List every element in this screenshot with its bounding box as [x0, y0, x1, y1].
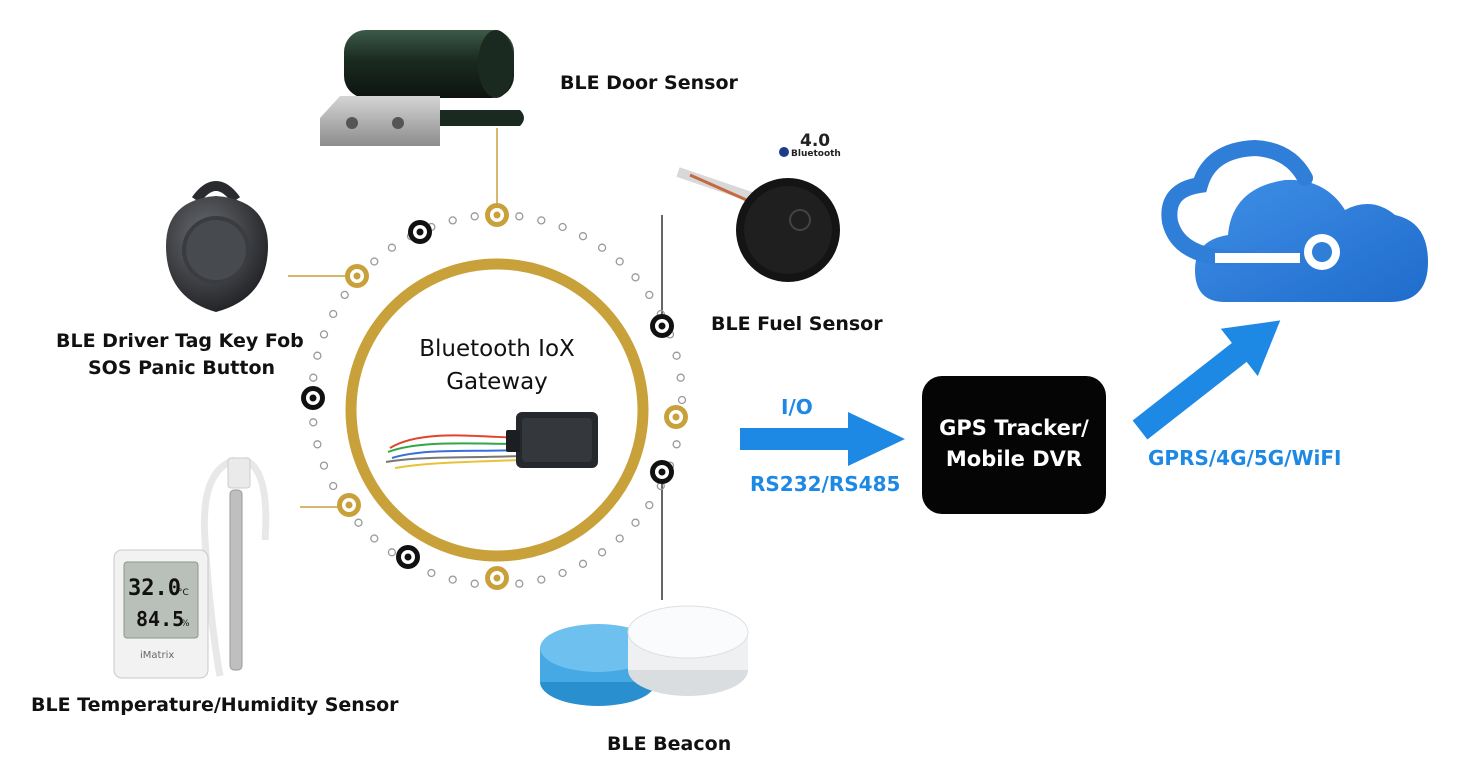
gateway-ring [345, 258, 649, 562]
temp-sensor-label: BLE Temperature/Humidity Sensor [31, 694, 399, 716]
ring-dot [387, 548, 397, 557]
ring-dot [427, 568, 436, 578]
ring-dot [470, 212, 479, 221]
bluetooth-badge: 4.0 Bluetooth [779, 131, 841, 159]
ring-dot [672, 440, 681, 449]
io-arrow [740, 412, 905, 466]
gps-tracker-box [922, 376, 1106, 514]
ring-dot [329, 309, 338, 319]
ring-dot [370, 257, 379, 266]
temp-reading: 32.0 [128, 576, 181, 601]
ring-dot [558, 568, 567, 578]
ring-dot [672, 351, 681, 360]
uplink-label: GPRS/4G/5G/WiFI [1148, 446, 1342, 470]
ring-dot [319, 461, 329, 470]
fuel-sensor-image [676, 122, 846, 292]
ring-nodes [301, 203, 688, 590]
ring-dot [537, 575, 546, 584]
temp-unit: °C [178, 588, 189, 598]
ring-dot [448, 575, 457, 584]
ring-dot [677, 395, 687, 405]
bluetooth-version: 4.0 [800, 131, 830, 151]
ring-node-center [658, 468, 666, 476]
ring-dot [313, 440, 322, 449]
key-fob-image [166, 181, 268, 312]
door-sensor-image [320, 30, 524, 146]
bluetooth-word: Bluetooth [791, 149, 841, 159]
ring-dot [319, 330, 329, 339]
ring-node-center [404, 553, 412, 561]
ring-node-center [493, 211, 501, 219]
ring-dot [515, 579, 524, 588]
ring-dot [558, 222, 567, 232]
humidity-unit: % [181, 619, 190, 629]
gateway-label-line2: Gateway [446, 369, 548, 395]
temp-sensor-brand: iMatrix [140, 650, 174, 661]
gateway-label-line1: Bluetooth IoX [419, 336, 575, 362]
ring-dot [309, 373, 318, 382]
ring-dot [340, 290, 349, 300]
ring-dot [597, 243, 607, 252]
ring-dot [354, 518, 363, 527]
ring-dot [309, 418, 318, 427]
ring-node-center [353, 272, 361, 280]
ring-dot [615, 534, 624, 543]
serial-label: RS232/RS485 [750, 472, 901, 496]
ring-dot [313, 351, 322, 360]
beacon-image [540, 605, 749, 706]
ring-dot [537, 216, 546, 225]
ring-node-center [493, 574, 501, 582]
cloud-icon [1161, 139, 1428, 302]
door-sensor-label: BLE Door Sensor [560, 72, 738, 94]
ring-dot [631, 273, 640, 282]
ring-node-center [658, 322, 666, 330]
ring-dot [329, 481, 338, 491]
beacon-label: BLE Beacon [607, 733, 732, 755]
ring-dot [387, 243, 397, 252]
gateway-device-image [385, 412, 598, 469]
ring-dot [645, 500, 654, 510]
connector-lines [288, 128, 663, 600]
ring-dot [470, 579, 479, 588]
ring-dot [615, 257, 624, 266]
ring-node-center [345, 501, 353, 509]
ring-dot [597, 548, 607, 557]
ring-dot [578, 232, 588, 241]
tracker-label-line2: Mobile DVR [945, 447, 1083, 471]
ring-dot [645, 290, 654, 300]
tracker-label-line1: GPS Tracker/ [939, 416, 1089, 440]
ring-node-center [416, 228, 424, 236]
fuel-sensor-label: BLE Fuel Sensor [711, 313, 883, 335]
humidity-reading: 84.5 [136, 607, 184, 631]
ring-dot [631, 518, 640, 527]
uplink-arrow [1132, 320, 1281, 440]
ring-dot [515, 212, 524, 221]
ring-dot [448, 216, 457, 225]
key-fob-label-line1: BLE Driver Tag Key Fob [56, 330, 304, 352]
ring-node-center [309, 394, 317, 402]
bluetooth-icon [779, 147, 789, 157]
temp-humidity-sensor-image: 32.0 °C 84.5 % iMatrix [113, 456, 270, 679]
io-label: I/O [781, 395, 813, 419]
key-fob-label-line2: SOS Panic Button [88, 357, 276, 379]
ring-node-center [672, 413, 680, 421]
ring-dot [370, 534, 379, 543]
ring-dot [578, 559, 588, 568]
ring-dot [676, 373, 685, 382]
